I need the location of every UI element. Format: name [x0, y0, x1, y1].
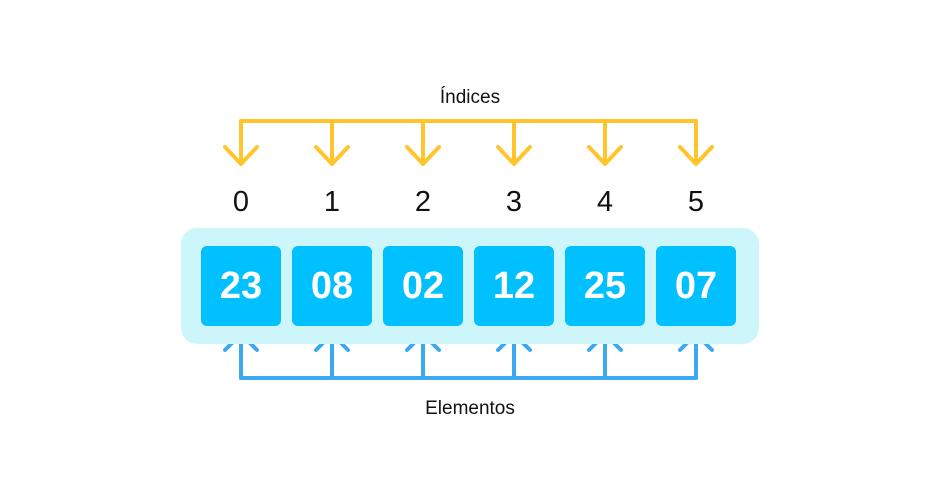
index-arrows: [223, 119, 714, 166]
index-label: 4: [596, 186, 614, 218]
index-label: 3: [505, 186, 523, 218]
arrow-down-icon: [223, 145, 259, 166]
array-element: 02: [383, 246, 463, 326]
array-element: 23: [201, 246, 281, 326]
arrow-down-icon: [405, 145, 441, 166]
arrow-down-icon: [314, 145, 350, 166]
index-label: 2: [414, 186, 432, 218]
array-element: 07: [656, 246, 736, 326]
array-element: 08: [292, 246, 372, 326]
arrow-down-icon: [496, 145, 532, 166]
elements-label: Elementos: [425, 398, 515, 419]
arrow-down-icon: [678, 145, 714, 166]
array-element: 25: [565, 246, 645, 326]
index-label: 0: [232, 186, 250, 218]
index-label: 5: [687, 186, 705, 218]
index-label: 1: [323, 186, 341, 218]
array-element: 12: [474, 246, 554, 326]
arrow-down-icon: [587, 145, 623, 166]
indices-label: Índices: [439, 87, 501, 108]
